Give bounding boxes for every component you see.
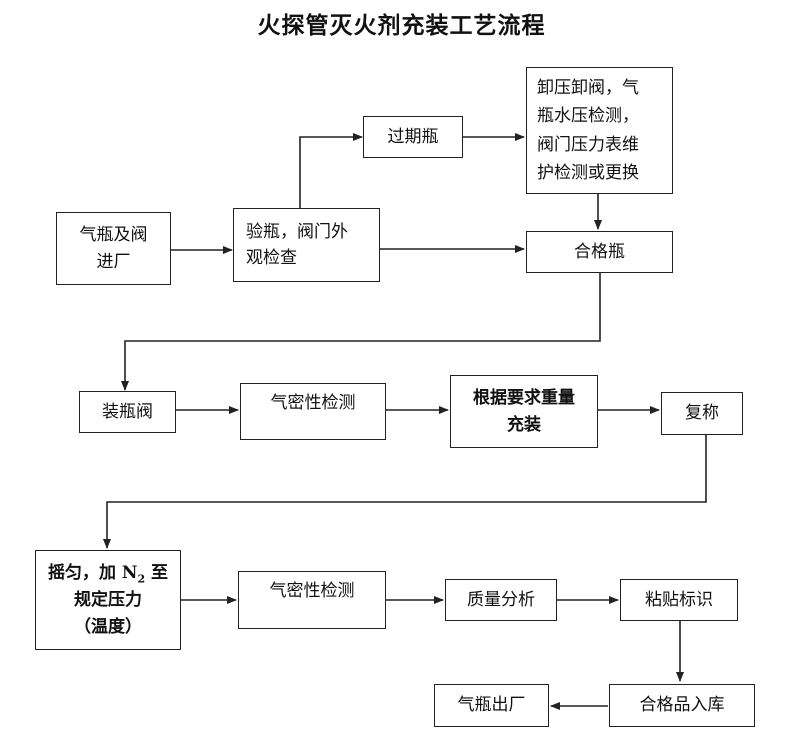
arrow-inspect-to-expired (299, 133, 363, 208)
arrow-qualified-to-mount (121, 272, 601, 391)
node-mount-valve: 装瓶阀 (79, 391, 176, 433)
node-reweigh: 复称 (661, 392, 743, 435)
node-quality: 质量分析 (445, 579, 557, 621)
node-label: 粘贴标识 (620, 579, 738, 621)
node-shake-pressurize: 摇匀，加 N2 至 规定压力 （温度） (35, 550, 181, 650)
diagram-title: 火探管灭火剂充装工艺流程 (257, 12, 546, 39)
node-expired: 过期瓶 (363, 116, 463, 158)
node-maintain: 卸压卸阀，气 瓶水压检测， 阀门压力表维 护检测或更换 (526, 67, 673, 194)
node-storage: 合格品入库 (609, 684, 755, 727)
node-inspect: 验瓶，阀门外 观检查 (233, 208, 380, 282)
node-leak-test-2: 气密性检测 (238, 571, 386, 629)
arrow-reweigh-to-shake (103, 435, 707, 549)
node-fill: 根据要求重量 充装 (450, 375, 598, 448)
node-dispatch: 气瓶出厂 (434, 684, 549, 727)
node-arrival: 气瓶及阀 进厂 (56, 212, 171, 285)
node-leak-test-1: 气密性检测 (240, 383, 386, 440)
node-qualified: 合格瓶 (526, 231, 673, 273)
